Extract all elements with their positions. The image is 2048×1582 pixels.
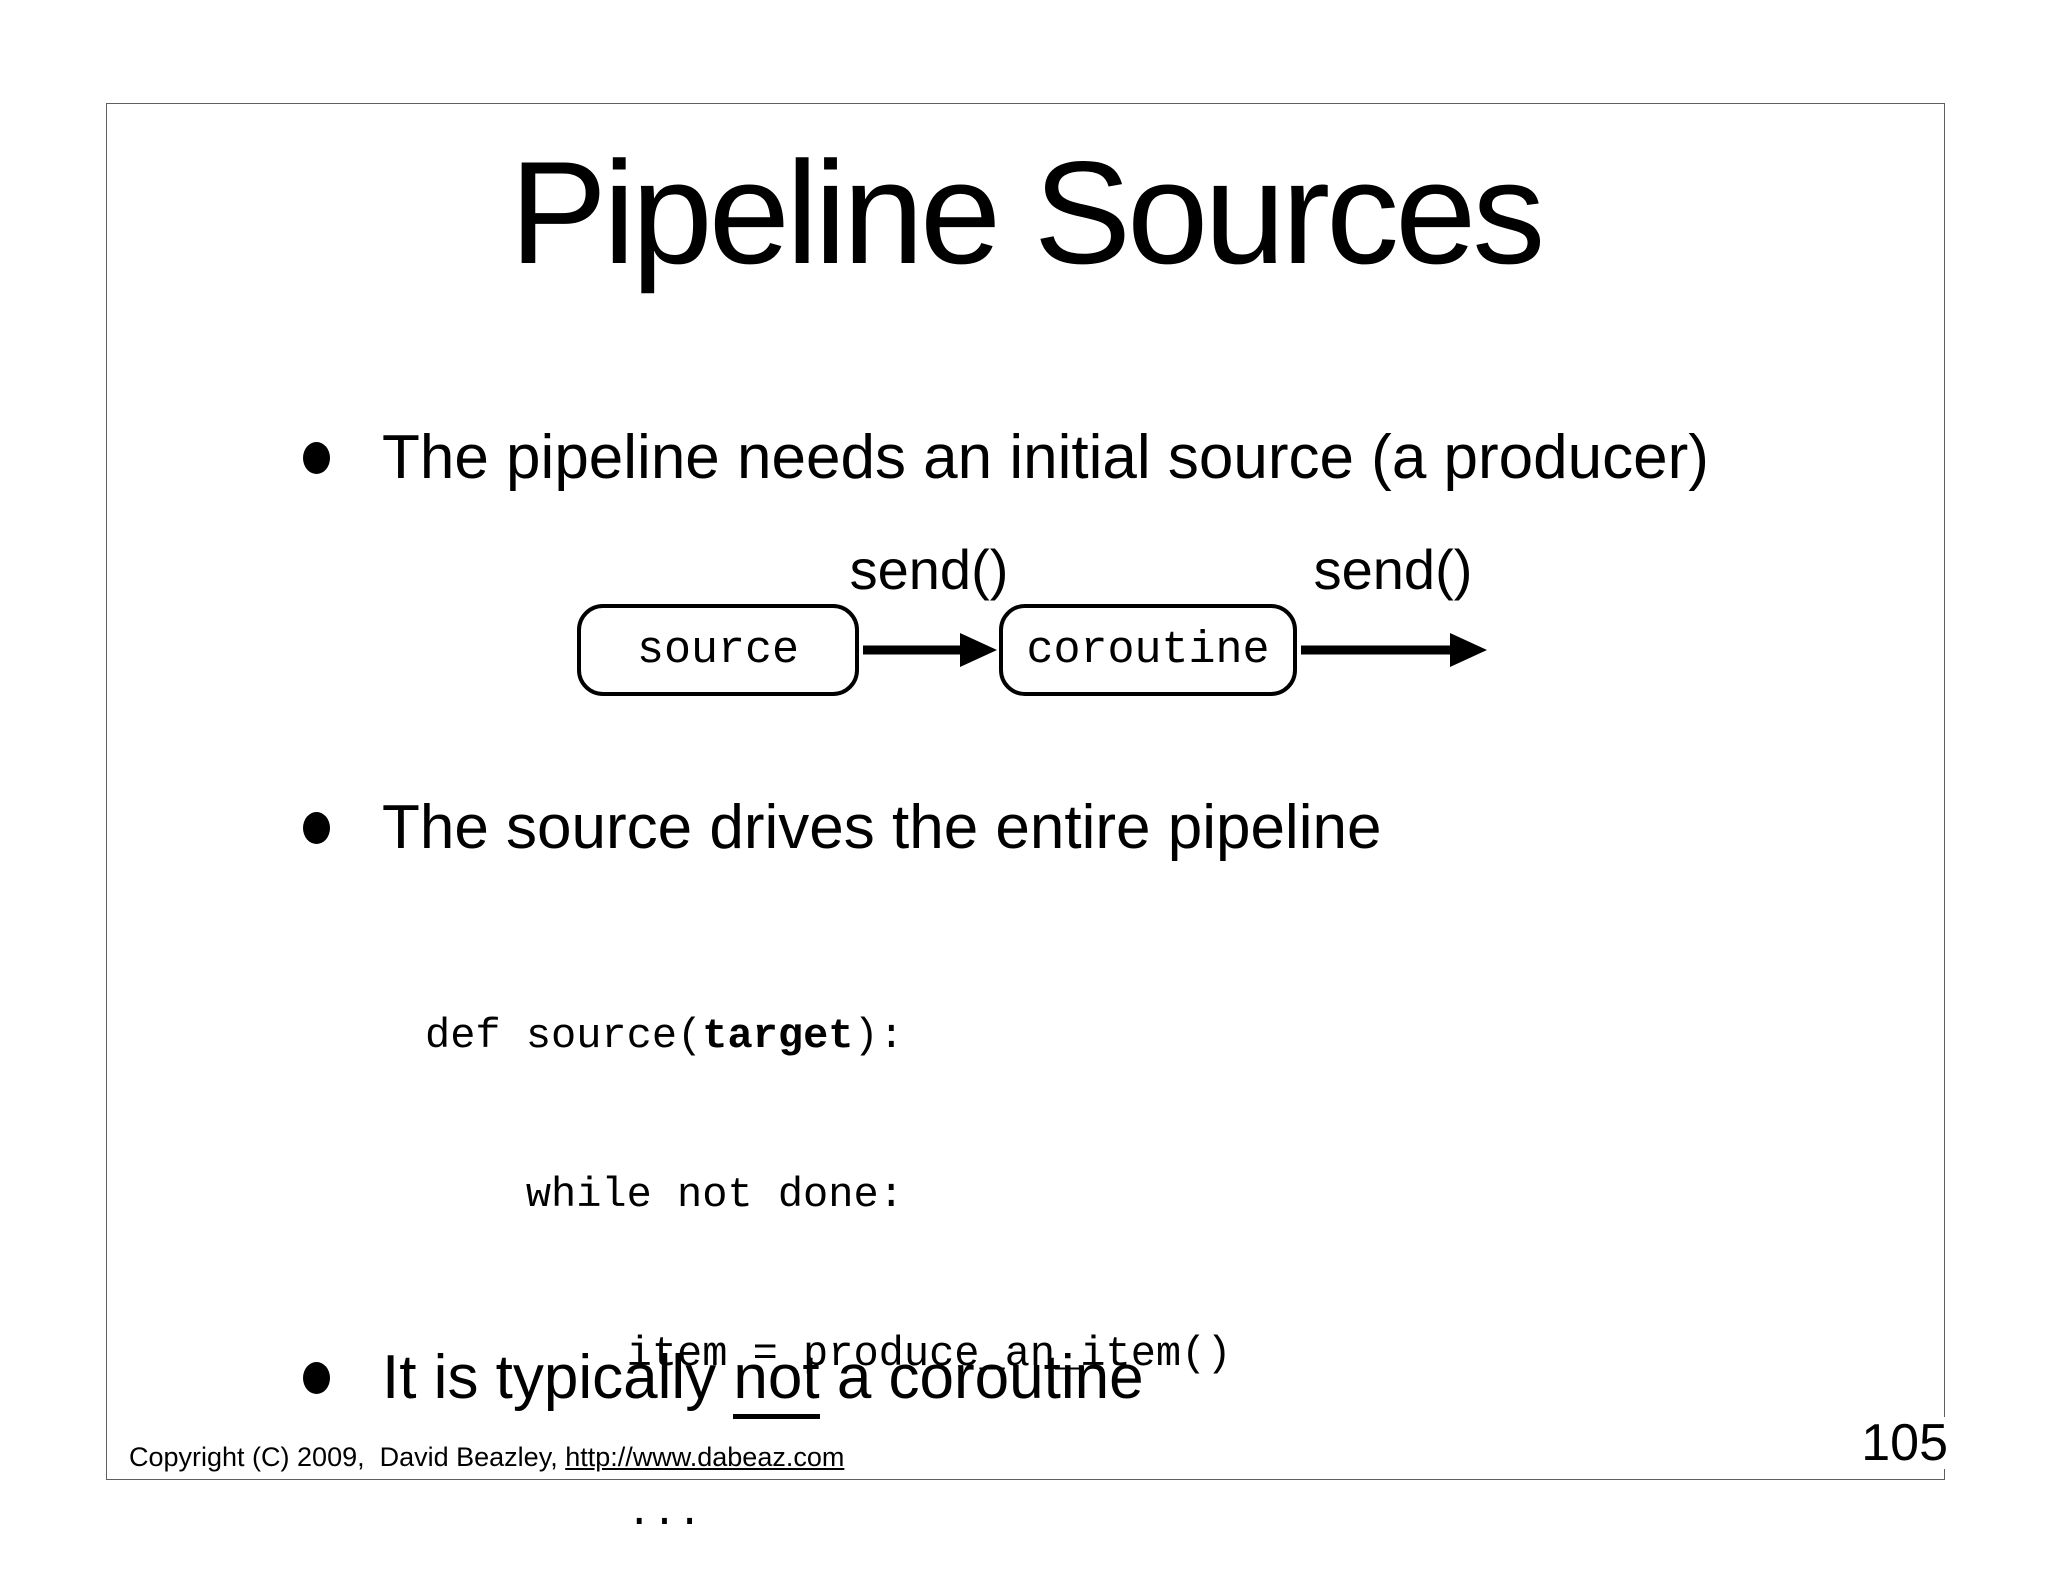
bullet-text-3: It is typically not a coroutine (382, 1342, 1144, 1419)
diagram-node-source: source (577, 604, 859, 696)
send-arrow-label-1: send() (849, 538, 1009, 601)
code-line-1: def source(target): (425, 1010, 1232, 1063)
code-line-2: while not done: (425, 1169, 1232, 1222)
copyright-text: Copyright (C) 2009, David Beazley, (129, 1442, 566, 1472)
page-number: 105 (1857, 1417, 1948, 1469)
coroutine-node-label: coroutine (1026, 624, 1270, 676)
bullet3-post: a coroutine (819, 1343, 1144, 1412)
code-line-4: ... (425, 1487, 1232, 1540)
bullet3-pre: It is typically (382, 1343, 734, 1412)
code-text: ): (853, 1012, 904, 1060)
code-text: item = produce_an_item() (425, 1330, 1232, 1378)
footer-copyright: Copyright (C) 2009, David Beazley, http:… (129, 1442, 844, 1473)
code-text-bold: target (702, 1012, 854, 1060)
bullet-dot-icon (303, 442, 330, 474)
slide-title: Pipeline Sources (509, 131, 1546, 294)
code-text: while not done: (425, 1171, 904, 1219)
bullet-item-3: It is typically not a coroutine (303, 1342, 1144, 1419)
bullet-item-2: The source drives the entire pipeline (303, 792, 1381, 863)
code-line-3: item = produce_an_item() (425, 1328, 1232, 1381)
send-arrow-label-2: send() (1313, 538, 1473, 601)
dabeaz-link[interactable]: http://www.dabeaz.com (565, 1442, 845, 1472)
bullet3-underlined-word: not (733, 1343, 820, 1419)
diagram-arrow-unit-2: send() (1297, 542, 1489, 696)
bullet-dot-icon (303, 1362, 330, 1394)
code-text: def source( (425, 1012, 703, 1060)
source-node-label: source (636, 624, 800, 676)
arrow-right-icon (1301, 633, 1487, 667)
code-block: def source(target): while not done: item… (425, 904, 1232, 1582)
diagram-arrow-unit-1: send() (850, 542, 1008, 696)
pipeline-diagram: source send() coroutine send() (577, 542, 1489, 696)
code-text: ... (425, 1489, 703, 1537)
slide-frame: Pipeline Sources The pipeline needs an i… (106, 103, 1948, 1537)
bullet-item-1: The pipeline needs an initial source (a … (303, 422, 1709, 493)
bullet-text-1: The pipeline needs an initial source (a … (382, 423, 1709, 492)
diagram-node-coroutine: coroutine (999, 604, 1297, 696)
bullet-dot-icon (303, 812, 330, 844)
bullet-text-2: The source drives the entire pipeline (382, 793, 1382, 862)
arrow-right-icon (863, 633, 997, 667)
